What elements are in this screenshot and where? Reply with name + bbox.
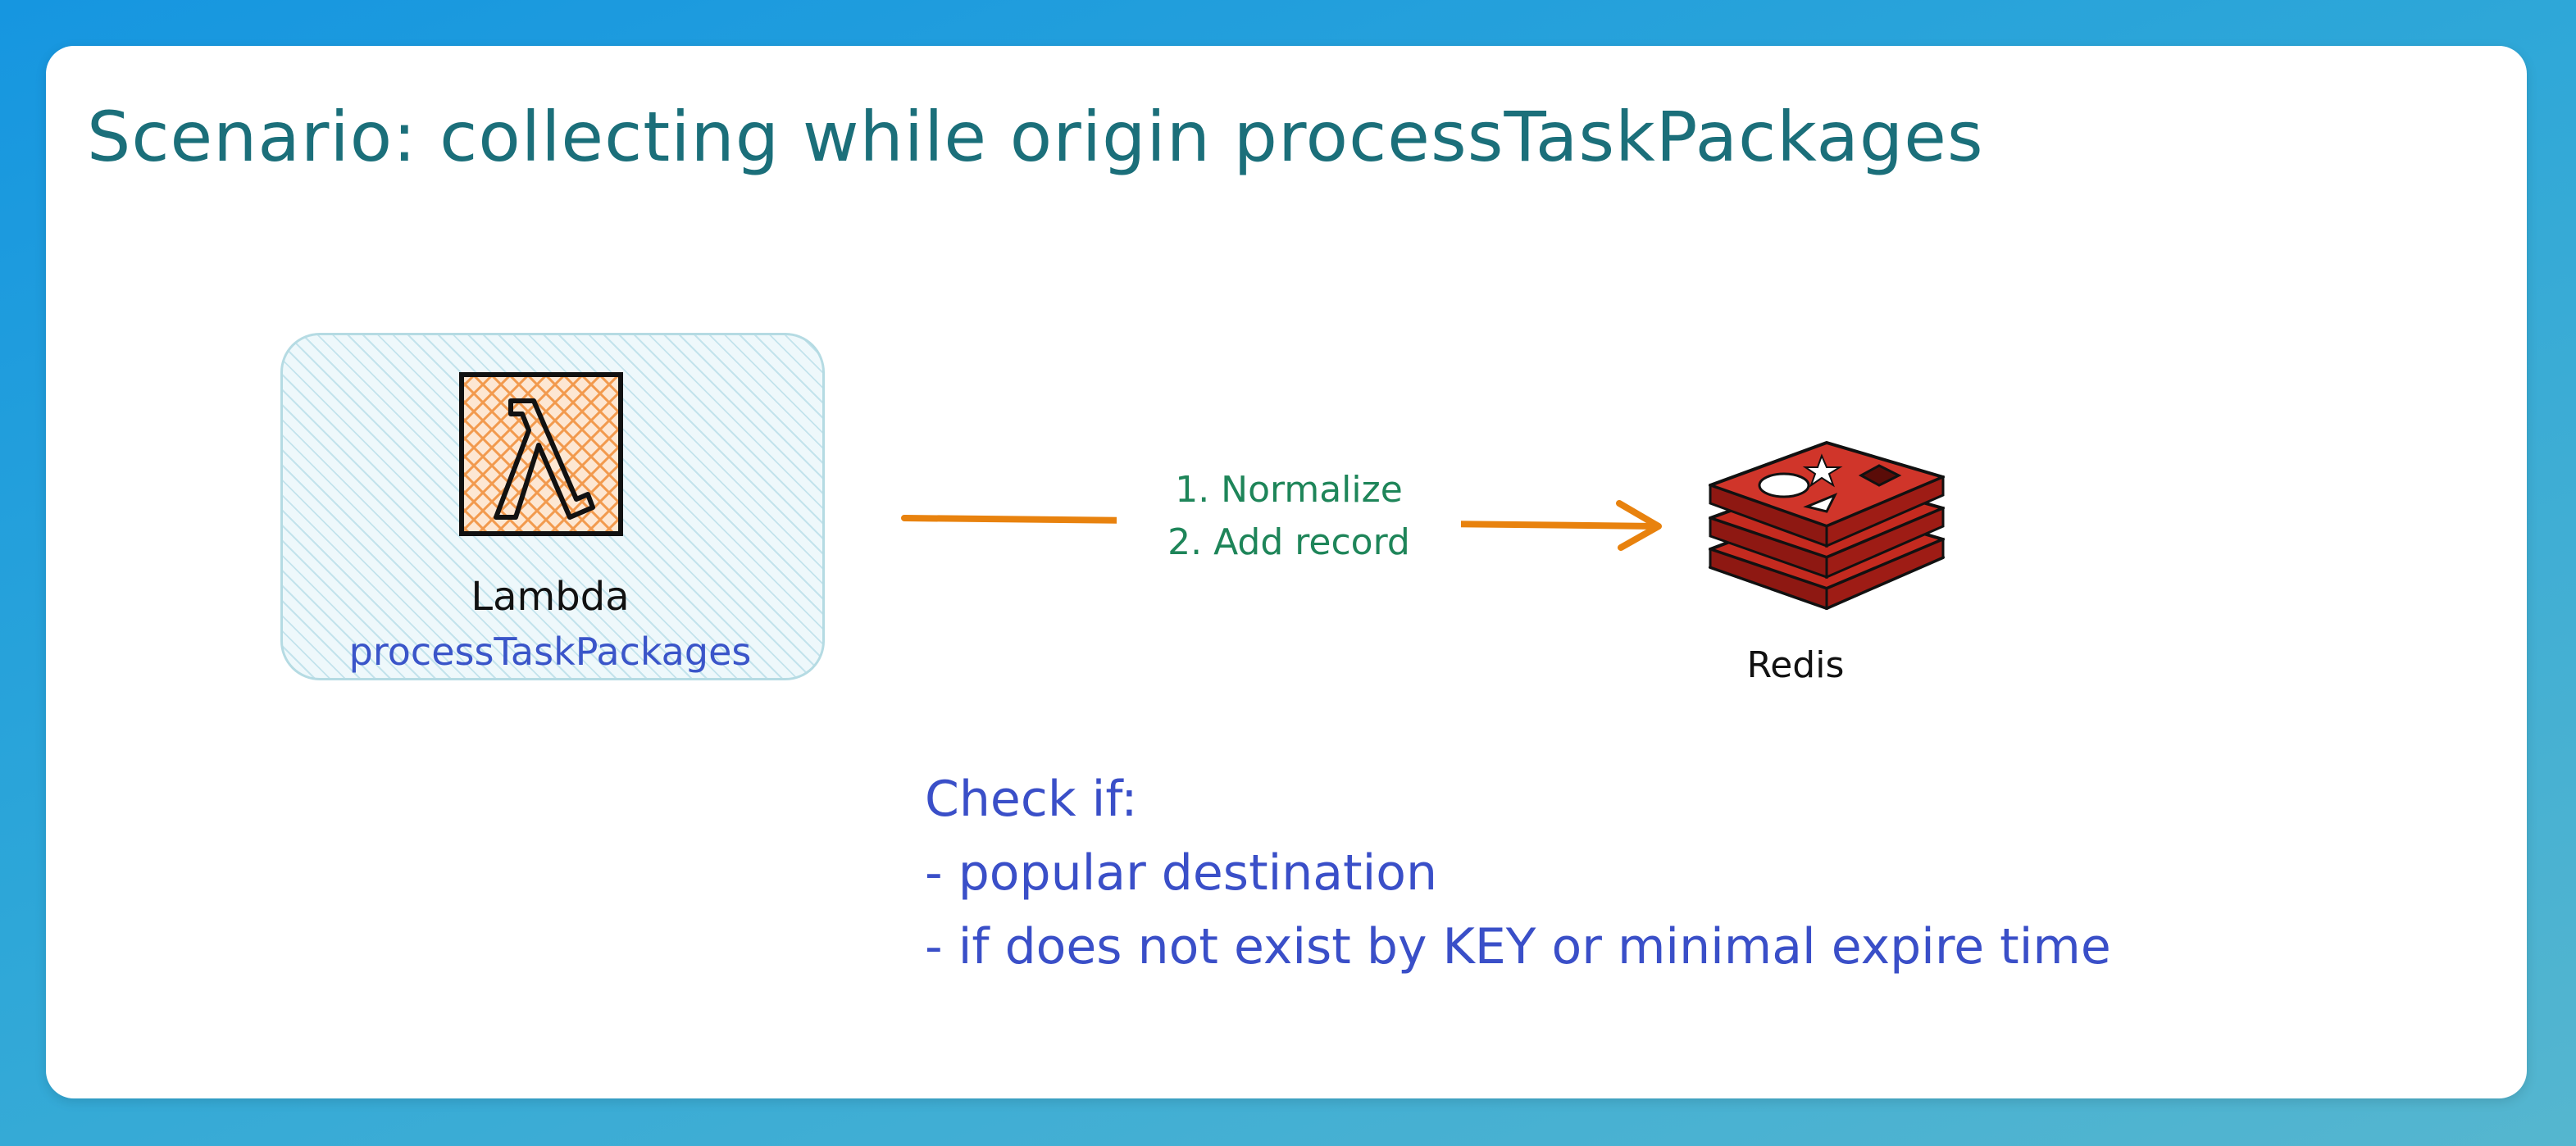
notes-heading: Check if: <box>925 771 1138 828</box>
redis-icon[interactable] <box>1704 426 1950 631</box>
edge-label: 1. Normalize 2. Add record <box>1117 464 1461 569</box>
notes-item-popular-destination: - popular destination <box>925 844 1437 902</box>
page-title: Scenario: collecting while origin proces… <box>87 97 1984 177</box>
notes-item-key-expire: - if does not exist by KEY or minimal ex… <box>925 918 2111 975</box>
lambda-icon <box>459 372 623 536</box>
lambda-label: Lambda <box>471 574 630 620</box>
edge-step-normalize: 1. Normalize <box>1175 469 1403 511</box>
check-notes: Check if: - popular destination - if doe… <box>925 762 2111 984</box>
edge-step-add-record: 2. Add record <box>1167 521 1410 563</box>
redis-label: Redis <box>1746 644 1845 686</box>
lambda-function-name: processTaskPackages <box>348 630 752 674</box>
